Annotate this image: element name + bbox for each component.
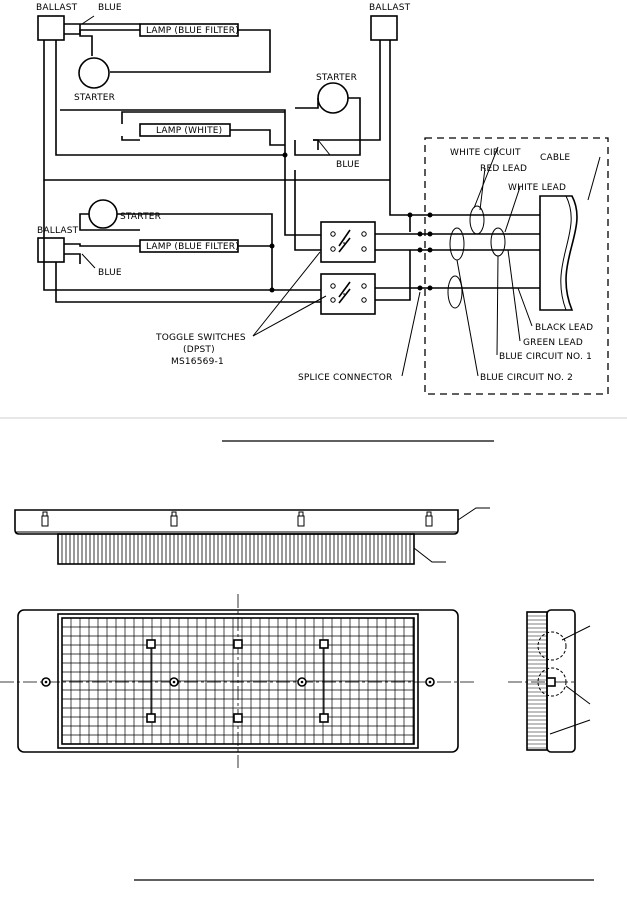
splice-connectors xyxy=(447,205,506,309)
starter-top-right xyxy=(317,82,349,114)
blue-label: BLUE xyxy=(336,160,360,170)
blue-label: BLUE xyxy=(98,268,122,278)
starter-label: STARTER xyxy=(74,93,115,103)
starter-label: STARTER xyxy=(316,73,357,83)
blue-label: BLUE xyxy=(98,3,122,13)
ballast-bottom-left xyxy=(37,237,65,263)
leader-lines xyxy=(81,15,601,377)
fixture-side-view xyxy=(14,507,490,565)
dashed-enclosure xyxy=(424,137,609,395)
white-circuit-label: WHITE CIRCUIT xyxy=(450,148,521,158)
black-lead-label: BLACK LEAD xyxy=(535,323,593,333)
cable-label: CABLE xyxy=(540,153,570,163)
starter-label: STARTER xyxy=(120,212,161,222)
toggle-part-label: MS16569-1 xyxy=(171,357,224,367)
splice-connector-label: SPLICE CONNECTOR xyxy=(298,373,392,383)
fixture-plan-view xyxy=(0,594,476,768)
end-louver-ribs xyxy=(527,611,547,749)
louver-side xyxy=(57,533,415,565)
lamp-label: LAMP (BLUE FILTER) xyxy=(146,26,239,36)
ballast-label: BALLAST xyxy=(36,3,78,13)
blue-circuit-2-label: BLUE CIRCUIT NO. 2 xyxy=(480,373,573,383)
blue-circuit-1-label: BLUE CIRCUIT NO. 1 xyxy=(499,352,592,362)
toggle-switch-lower xyxy=(320,273,376,315)
toggle-switches-label: TOGGLE SWITCHES xyxy=(155,333,246,343)
mounting-holes xyxy=(41,677,435,687)
lamp-holders xyxy=(146,639,329,723)
toggle-switch-upper xyxy=(320,221,376,263)
lamp-label: LAMP (WHITE) xyxy=(156,126,222,136)
red-lead-label: RED LEAD xyxy=(480,164,527,174)
ballast-top-right xyxy=(370,15,398,41)
ballast-label: BALLAST xyxy=(369,3,411,13)
toggle-switch-contacts xyxy=(330,229,367,304)
wiring xyxy=(43,23,545,303)
cable-end xyxy=(539,195,578,311)
starter-bottom xyxy=(88,199,118,229)
ballast-top-left xyxy=(37,15,65,41)
toggle-type-label: (DPST) xyxy=(183,345,215,355)
mounting-studs xyxy=(41,511,433,527)
wiring-diagram: BALLAST BLUE BALLAST LAMP (BLUE FILTER) … xyxy=(36,3,609,395)
louver-ribs xyxy=(57,534,415,564)
fixture-end-view xyxy=(508,609,591,753)
ballast-label: BALLAST xyxy=(37,226,79,236)
starter-top-left xyxy=(78,57,110,89)
green-lead-label: GREEN LEAD xyxy=(523,338,583,348)
white-lead-label: WHITE LEAD xyxy=(508,183,566,193)
lamp-label: LAMP (BLUE FILTER) xyxy=(146,242,239,252)
wire-junctions xyxy=(269,152,433,293)
